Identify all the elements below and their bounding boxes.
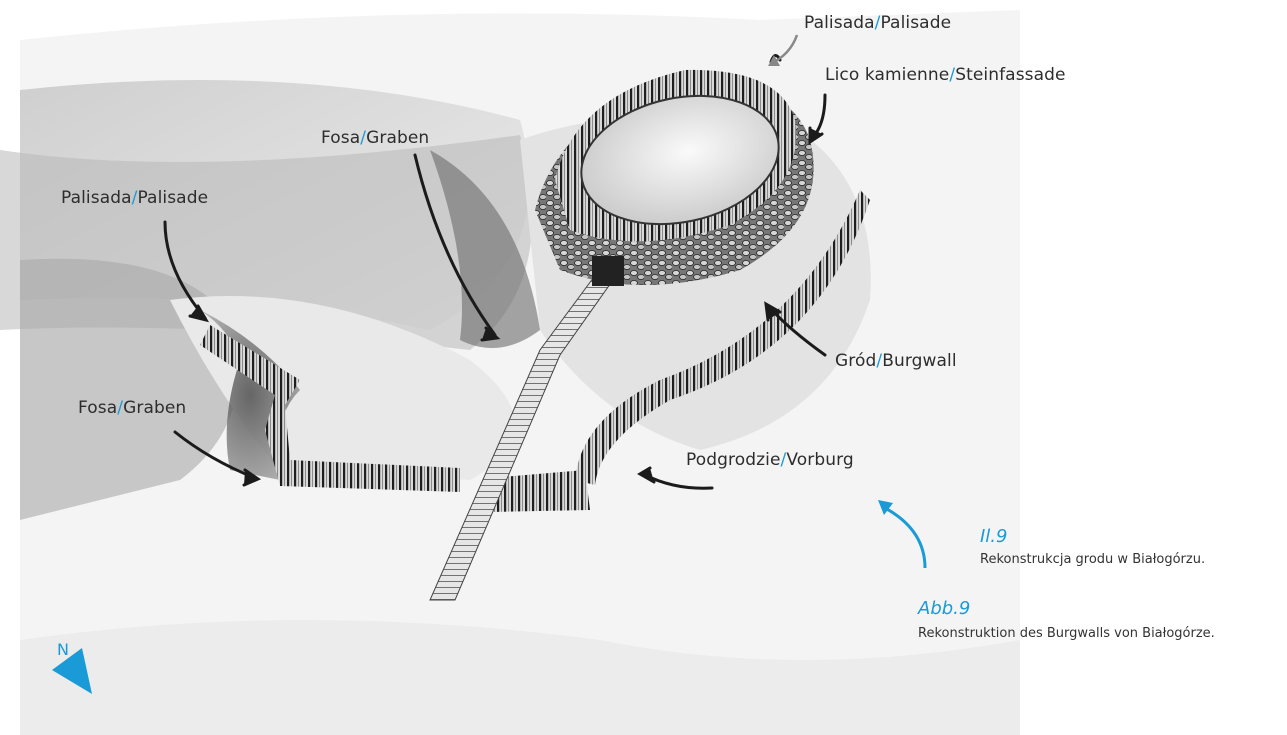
label-pl: Podgrodzie: [686, 450, 781, 470]
label-palisade-top: Palisada/Palisade: [804, 13, 951, 33]
label-moat-top: Fosa/Graben: [321, 128, 429, 148]
label-palisade-left: Palisada/Palisade: [61, 188, 208, 208]
caption-de-text: Rekonstruktion des Burgwalls von Białogó…: [918, 626, 1215, 641]
label-moat-left: Fosa/Graben: [78, 398, 186, 418]
label-de: Palisade: [137, 188, 208, 208]
caption-pl-title: Il.9: [980, 526, 1007, 547]
label-de: Graben: [123, 398, 186, 418]
label-de: Vorburg: [786, 450, 853, 470]
caption-pl-text: Rekonstrukcja grodu w Białogórzu.: [980, 552, 1205, 567]
label-de: Graben: [366, 128, 429, 148]
label-pl: Palisada: [804, 13, 875, 33]
label-stone-facade: Lico kamienne/Steinfassade: [825, 65, 1066, 85]
label-de: Burgwall: [882, 351, 957, 371]
caption-de-title: Abb.9: [918, 598, 970, 619]
label-outer-bailey: Podgrodzie/Vorburg: [686, 450, 854, 470]
label-pl: Lico kamienne: [825, 65, 949, 85]
terrain: [0, 10, 1020, 735]
label-pl: Gród: [835, 351, 876, 371]
label-stronghold: Gród/Burgwall: [835, 351, 957, 371]
label-pl: Palisada: [61, 188, 132, 208]
north-label: N: [57, 640, 69, 659]
label-de: Palisade: [880, 13, 951, 33]
label-de: Steinfassade: [955, 65, 1065, 85]
label-pl: Fosa: [321, 128, 360, 148]
label-pl: Fosa: [78, 398, 117, 418]
